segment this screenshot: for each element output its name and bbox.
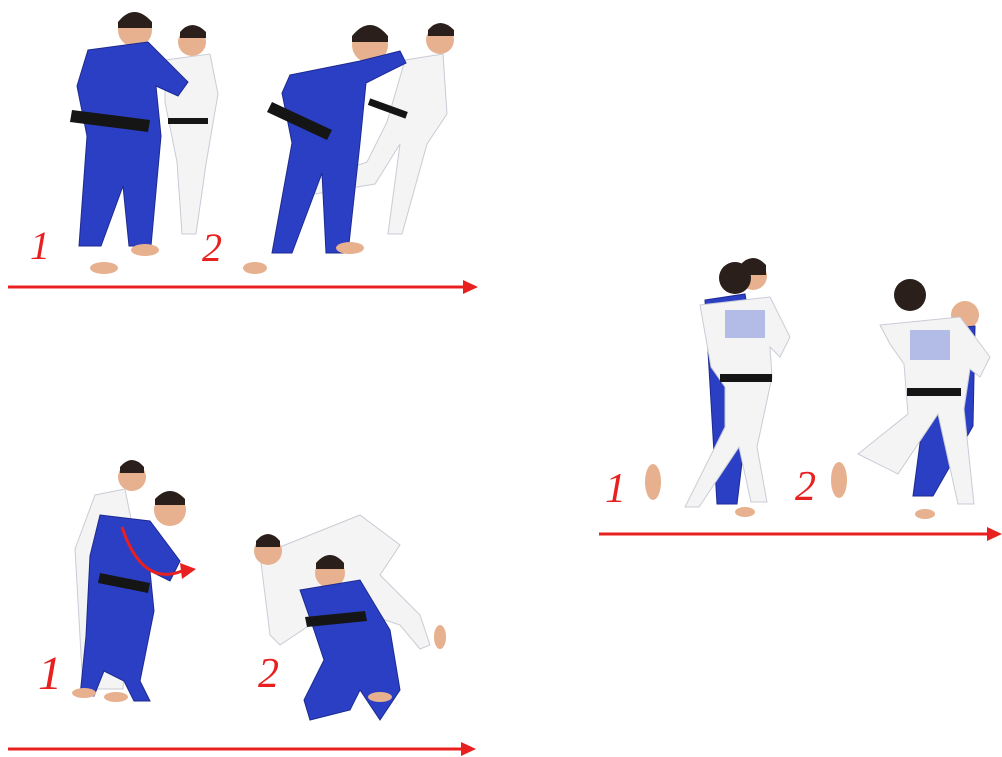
panel-bottom-left: 1 2: [0, 455, 490, 756]
judoka-figures-right: [645, 258, 991, 519]
right-arrow-icon: [599, 527, 1002, 541]
step-number-1: 1: [30, 223, 50, 268]
panel-right: 1 2: [595, 250, 1002, 550]
judoka-pair-1: [645, 258, 791, 517]
right-arrow-icon: [8, 280, 478, 294]
judoka-pair-1: [72, 460, 196, 702]
panel-top-left: 1 2: [0, 0, 490, 300]
right-arrow-icon: [8, 742, 476, 756]
judoka-figures-top-left: [70, 12, 454, 274]
judoka-pair-2: [243, 23, 454, 274]
rotation-arrow-icon: [120, 526, 183, 576]
step-number-2: 2: [202, 225, 222, 270]
step-number-2: 2: [795, 464, 816, 510]
step-number-1: 1: [605, 466, 626, 512]
step-number-2: 2: [258, 651, 279, 697]
step-number-1: 1: [38, 647, 62, 700]
judoka-pair-2: [254, 514, 446, 721]
judoka-pair-1: [70, 12, 219, 274]
judoka-figures-bottom-left: [72, 460, 446, 721]
judoka-pair-2: [831, 279, 991, 519]
